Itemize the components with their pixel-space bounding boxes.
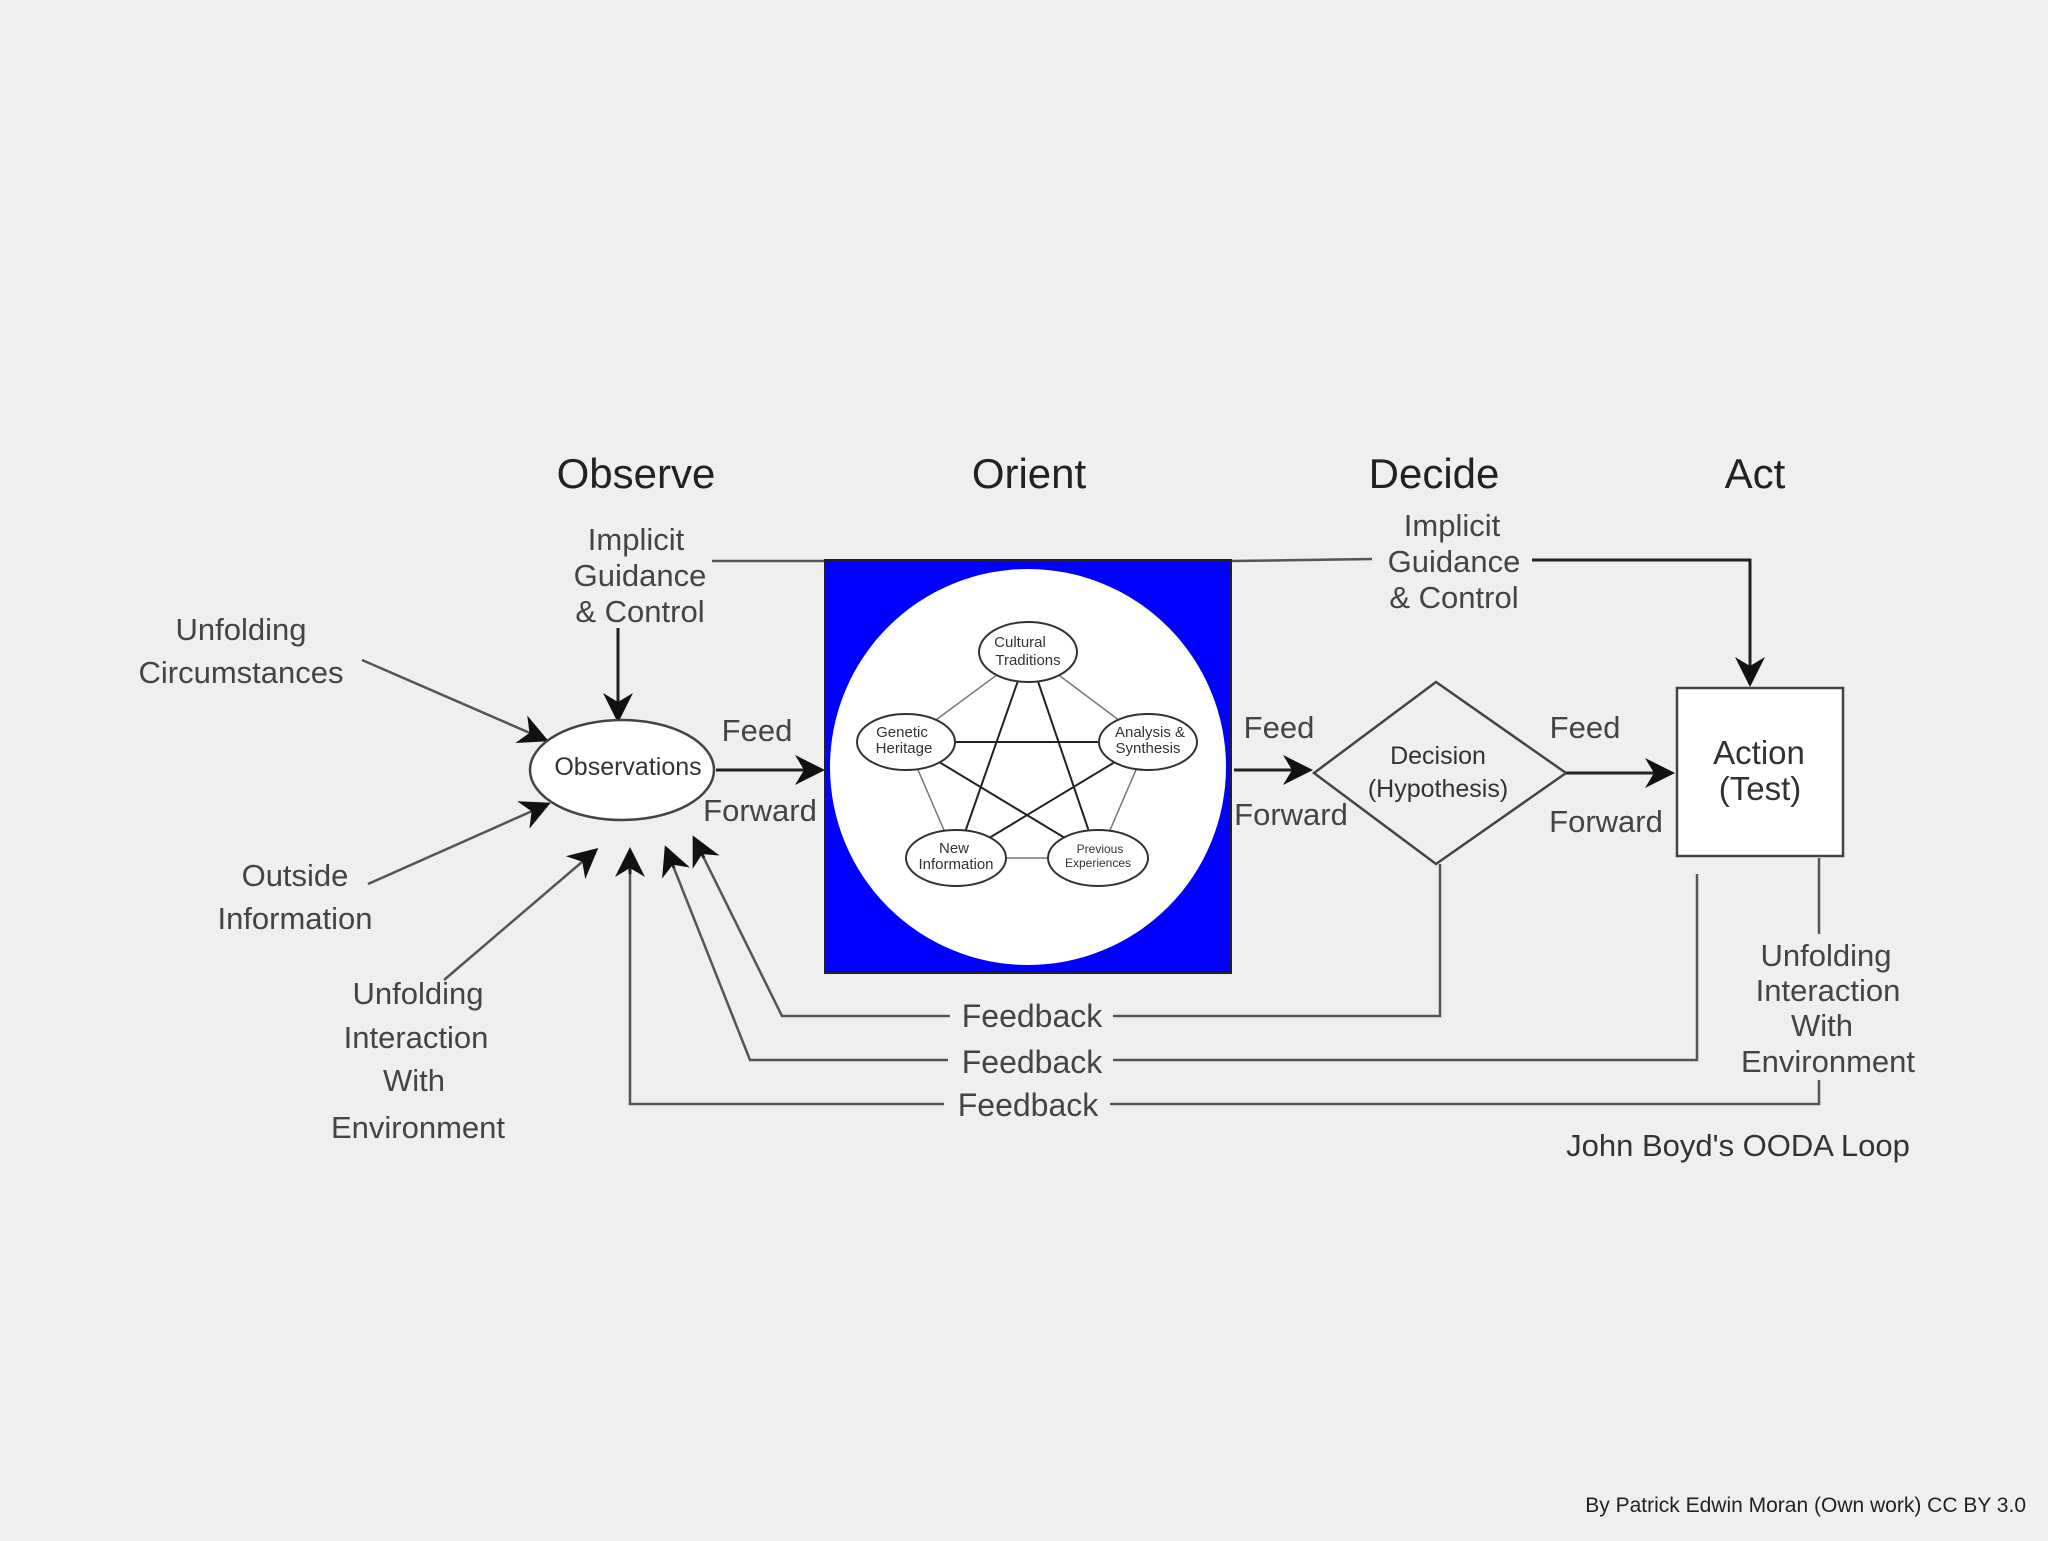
implicit-guidance-right-line3: & Control (1389, 580, 1518, 615)
action-label-line1: Action (1713, 734, 1805, 771)
phase-orient: Orient (972, 450, 1087, 497)
decision-label-line2: (Hypothesis) (1368, 775, 1508, 803)
feed-label-1: Feed (722, 713, 793, 748)
action-node (1675, 686, 1845, 858)
decision-node (1311, 680, 1569, 866)
feedback-line-act (664, 847, 1699, 1062)
node-new-information: New Information (905, 829, 1007, 887)
action-label-line2: (Test) (1719, 770, 1802, 807)
phase-act: Act (1725, 450, 1786, 497)
implicit-guidance-right-line1: Implicit (1404, 508, 1501, 543)
feedback-arrowhead-decide (692, 835, 720, 869)
unfolding-circumstances-arrow (361, 658, 549, 743)
unfolding-interaction-right-line4: Environment (1741, 1044, 1915, 1079)
unfolding-interaction-right-line3: With (1791, 1008, 1853, 1043)
diagram-caption: John Boyd's OODA Loop (1566, 1128, 1910, 1163)
feedback-label-2: Feedback (962, 1044, 1104, 1080)
unfolding-interaction-left-line2: Interaction (344, 1020, 489, 1055)
node-genetic-heritage: Genetic Heritage (856, 713, 956, 771)
unfolding-interaction-right-line2: Interaction (1756, 973, 1901, 1008)
feedback-line-environment (628, 854, 1821, 1106)
input-unfolding-interaction-left: Unfolding Interaction With Environment (331, 976, 505, 1145)
unfolding-interaction-left-line1: Unfolding (353, 976, 484, 1011)
cultural-traditions-line1: Cultural (994, 634, 1046, 651)
unfolding-interaction-left-line3: With (383, 1063, 445, 1098)
unfolding-circumstances-line1: Unfolding (176, 612, 307, 647)
phase-decide: Decide (1369, 450, 1500, 497)
implicit-guidance-right-line2: Guidance (1388, 544, 1521, 579)
unfolding-interaction-left-line4: Environment (331, 1110, 505, 1145)
guidance-to-act-arrow (1532, 558, 1765, 687)
feedback-label-1: Feedback (962, 998, 1104, 1034)
node-cultural-traditions: Cultural Traditions (978, 621, 1078, 683)
guidance-top-line-right (1231, 557, 1373, 563)
input-outside-information: Outside Information (217, 858, 372, 936)
forward-label-2: Forward (1234, 797, 1348, 832)
previous-experiences-line1: Previous (1077, 842, 1124, 856)
image-credit: By Patrick Edwin Moran (Own work) CC BY … (1585, 1494, 2026, 1517)
new-information-line2: Information (918, 856, 993, 873)
genetic-heritage-line2: Heritage (876, 740, 933, 757)
implicit-guidance-left-line2: Guidance (574, 558, 707, 593)
cultural-traditions-line2: Traditions (995, 652, 1060, 669)
unfolding-circumstances-line2: Circumstances (139, 655, 344, 690)
analysis-synthesis-line1: Analysis & (1115, 724, 1185, 741)
node-analysis-synthesis: Analysis & Synthesis (1098, 713, 1198, 771)
feedback-line-decide (694, 838, 1442, 1018)
feed-label-2: Feed (1244, 710, 1315, 745)
implicit-guidance-left-line3: & Control (575, 594, 704, 629)
feedback-label-3: Feedback (958, 1087, 1100, 1123)
implicit-guidance-left-line1: Implicit (588, 522, 685, 557)
implicit-guidance-left: Implicit Guidance & Control (574, 522, 707, 629)
new-information-line1: New (939, 840, 969, 857)
phase-observe: Observe (557, 450, 716, 497)
unfolding-interaction-right: Unfolding Interaction With Environment (1741, 938, 1915, 1079)
observations-node (528, 718, 716, 822)
node-previous-experiences: Previous Experiences (1047, 829, 1149, 887)
observations-label: Observations (554, 753, 701, 781)
outside-information-line2: Information (217, 901, 372, 936)
feedback-arrowhead-act (662, 845, 690, 879)
unfolding-interaction-right-line1: Unfolding (1761, 938, 1892, 973)
forward-label-3: Forward (1549, 804, 1663, 839)
analysis-synthesis-line2: Synthesis (1115, 740, 1180, 757)
outside-information-line1: Outside (242, 858, 349, 893)
decision-label-line1: Decision (1390, 742, 1486, 770)
implicit-guidance-right: Implicit Guidance & Control (1388, 508, 1521, 615)
feed-label-3: Feed (1550, 710, 1621, 745)
forward-label-1: Forward (703, 793, 817, 828)
previous-experiences-line2: Experiences (1065, 856, 1131, 870)
genetic-heritage-line1: Genetic (876, 724, 928, 741)
outside-information-arrow (367, 801, 551, 886)
input-unfolding-circumstances: Unfolding Circumstances (139, 612, 344, 690)
unfolding-interaction-left-arrow (443, 848, 599, 981)
